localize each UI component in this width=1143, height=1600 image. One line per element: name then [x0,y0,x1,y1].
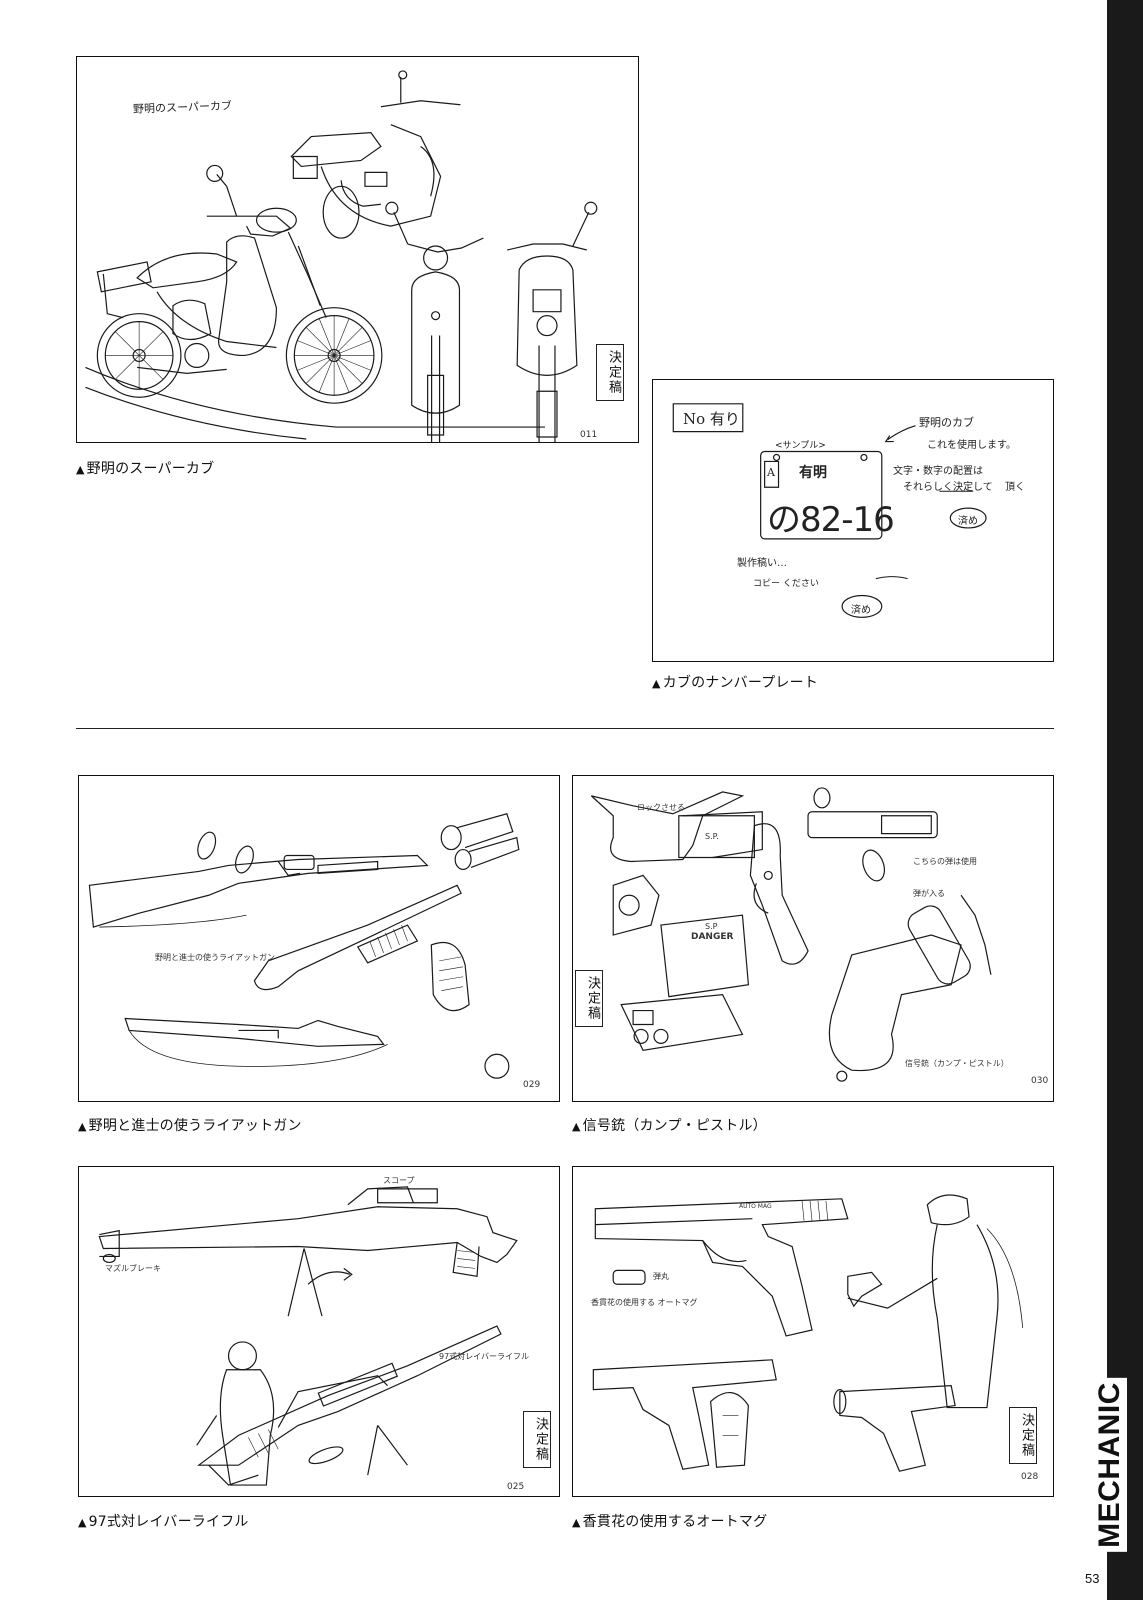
plate-tag: No 有り [683,410,740,428]
automag-caption: ▲香貫花の使用するオートマグ [572,1511,767,1531]
rifle-drawing [79,1167,559,1496]
supercub-caption: ▲野明のスーパーカブ [76,458,214,478]
rifle-note-1: スコープ [383,1176,415,1185]
riot-gun-panel: 野明と進士の使うライアットガン 029 [78,775,560,1102]
flare-gun-case-label-1: S.P [705,922,718,931]
automag-panel: AUTO MAG 弾丸 香貫花の使用する オートマグ 決定稿 028 [572,1166,1054,1497]
plate-note-2: これを使用します。 [927,440,1016,451]
riot-gun-note: 野明と進士の使うライアットガン [155,953,275,962]
rifle-caption-text: 97式対レイバーライフル [88,1514,249,1530]
riot-gun-caption: ▲野明と進士の使うライアットガン [78,1115,302,1135]
plate-caption: ▲カブのナンバープレート [652,672,818,692]
flare-gun-drawing [573,776,1053,1101]
plate-top-text: 有明 [799,465,827,481]
supercub-drawing [77,57,638,442]
plate-note-7: コピー ください [753,579,819,589]
plate-seal-2: 済め [851,605,871,616]
plate-seal-1: 済め [958,516,978,527]
plate-note-6: 製作稿い… [737,558,787,569]
supercub-caption-text: 野明のスーパーカブ [86,461,215,477]
automag-slide-text: AUTO MAG [739,1203,772,1210]
plate-side-text: A [767,466,775,479]
plate-drawing [653,380,1053,661]
automag-sheet-number: 028 [1021,1472,1039,1482]
supercub-stamp: 決定稿 [596,344,624,401]
flare-gun-sheet-number: 030 [1031,1076,1049,1086]
rifle-note-2: マズルブレーキ [105,1264,161,1273]
flare-gun-note-2: こちらの弾は使用 [913,857,977,866]
caption-triangle-icon: ▲ [572,1516,581,1529]
plate-caption-text: カブのナンバープレート [662,675,819,691]
flare-gun-case-label-2: DANGER [691,932,734,942]
riot-gun-drawing [79,776,559,1101]
supercub-panel: 野明のスーパーカブ 決定稿 011 [76,56,639,443]
flare-gun-caption-text: 信号銃（カンプ・ピストル） [582,1118,767,1134]
riot-gun-caption-text: 野明と進士の使うライアットガン [88,1118,302,1134]
section-label: MECHANIC [1090,1355,1130,1575]
automag-note-1: 香貫花の使用する オートマグ [591,1298,698,1307]
flare-gun-stamp: 決定稿 [575,970,603,1027]
page-edge-bar [1107,0,1143,1600]
plate-panel: No 有り <サンプル> 有明 A の82-16 野明のカブ これを使用します。… [652,379,1054,662]
plate-note-5: 頂く [1005,482,1025,493]
plate-note-4: それらしく決定して [903,482,993,493]
flare-gun-barrel-mark: S.P. [705,832,719,841]
automag-drawing [573,1167,1053,1496]
section-divider [76,728,1054,729]
section-label-text: MECHANIC [1093,1378,1127,1552]
rifle-caption: ▲97式対レイバーライフル [78,1511,249,1531]
plate-note-3: 文字・数字の配置は [893,466,983,477]
rifle-stamp: 決定稿 [523,1411,551,1468]
automag-note-2: 弾丸 [653,1272,669,1281]
flare-gun-panel: S.P DANGER S.P. ロックさせる こちらの弾は使用 弾が入る 信号銃… [572,775,1054,1102]
flare-gun-note-3: 弾が入る [913,889,945,898]
supercub-sheet-number: 011 [580,430,598,440]
caption-triangle-icon: ▲ [572,1120,581,1133]
caption-triangle-icon: ▲ [76,463,85,476]
automag-stamp: 決定稿 [1009,1407,1037,1464]
caption-triangle-icon: ▲ [78,1516,87,1529]
flare-gun-caption: ▲信号銃（カンプ・ピストル） [572,1115,767,1135]
plate-note-1: 野明のカブ [919,416,974,429]
rifle-note-3: 97式対レイバーライフル [439,1352,530,1361]
caption-triangle-icon: ▲ [78,1120,87,1133]
flare-gun-note-1: ロックさせる [637,803,685,812]
plate-sample-label: <サンプル> [775,441,826,451]
riot-gun-sheet-number: 029 [523,1080,541,1090]
page-number: 53 [1085,1571,1100,1586]
plate-main-number: の82-16 [767,500,895,540]
rifle-sheet-number: 025 [507,1482,525,1492]
automag-caption-text: 香貫花の使用するオートマグ [582,1514,768,1530]
caption-triangle-icon: ▲ [652,677,661,690]
flare-gun-note-4: 信号銃（カンプ・ピストル） [905,1059,1009,1068]
rifle-panel: スコープ マズルブレーキ 97式対レイバーライフル 決定稿 025 [78,1166,560,1497]
